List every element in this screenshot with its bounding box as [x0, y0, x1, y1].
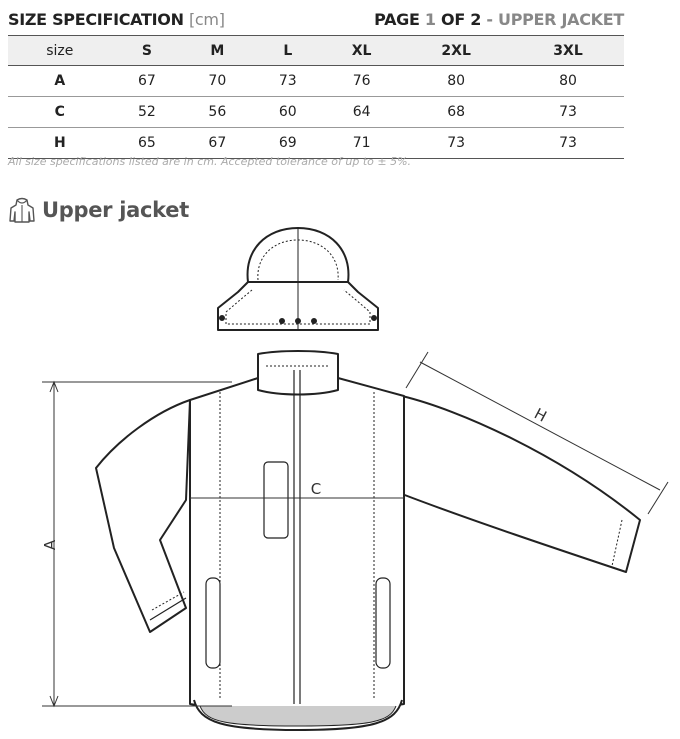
section-heading: Upper jacket — [8, 195, 189, 225]
spec-title: SIZE SPECIFICATION [cm] — [8, 10, 225, 29]
row-label: C — [8, 96, 112, 128]
page-indicator: PAGE 1 OF 2 - UPPER JACKET — [374, 10, 624, 29]
table-cell: 73 — [512, 96, 624, 128]
table-cell: 80 — [400, 65, 513, 97]
dimension-h — [405, 351, 669, 515]
table-cell: 69 — [252, 127, 324, 159]
table-cell: 52 — [111, 96, 183, 128]
table-cell: 71 — [323, 127, 401, 159]
column-header: M — [182, 35, 253, 66]
spec-unit: [cm] — [188, 10, 225, 29]
product-name: UPPER JACKET — [498, 10, 624, 29]
table-row: C 52 56 60 64 68 73 — [8, 96, 624, 128]
table-row: A 67 70 73 76 80 80 — [8, 65, 624, 97]
dimension-label-c: C — [311, 480, 321, 498]
table-cell: 73 — [400, 127, 513, 159]
dimension-label-a: A — [41, 539, 59, 550]
table-cell: 76 — [323, 65, 401, 97]
column-header: 3XL — [512, 35, 624, 66]
page-current: 1 — [424, 10, 436, 29]
size-table: size S M L XL 2XL 3XL A 67 70 73 76 80 8… — [8, 35, 624, 159]
hood-drawing — [217, 227, 379, 331]
table-cell: 64 — [323, 96, 401, 128]
table-cell: 67 — [182, 127, 253, 159]
table-cell: 80 — [512, 65, 624, 97]
jacket-drawing — [95, 350, 641, 731]
page-of: OF — [441, 10, 465, 29]
row-label: A — [8, 65, 112, 97]
table-row: H 65 67 69 71 73 73 — [8, 127, 624, 159]
page-word: PAGE — [374, 10, 420, 29]
column-header: XL — [323, 35, 401, 66]
table-cell: 68 — [400, 96, 513, 128]
column-header: size — [8, 35, 112, 66]
table-cell: 67 — [111, 65, 183, 97]
section-title: Upper jacket — [42, 198, 189, 222]
table-header-row: size S M L XL 2XL 3XL — [8, 35, 624, 66]
table-cell: 65 — [111, 127, 183, 159]
spec-title-text: SIZE SPECIFICATION — [8, 10, 184, 29]
page-separator: - — [486, 10, 493, 29]
column-header: 2XL — [400, 35, 513, 66]
row-label: H — [8, 127, 112, 159]
page-total: 2 — [470, 10, 482, 29]
table-cell: 56 — [182, 96, 253, 128]
table-cell: 73 — [252, 65, 324, 97]
table-cell: 73 — [512, 127, 624, 159]
table-cell: 60 — [252, 96, 324, 128]
jacket-icon — [9, 197, 35, 223]
column-header: S — [111, 35, 183, 66]
table-cell: 70 — [182, 65, 253, 97]
dimension-a — [42, 380, 232, 708]
tolerance-note: All size specifications listed are in cm… — [8, 155, 412, 168]
column-header: L — [252, 35, 324, 66]
